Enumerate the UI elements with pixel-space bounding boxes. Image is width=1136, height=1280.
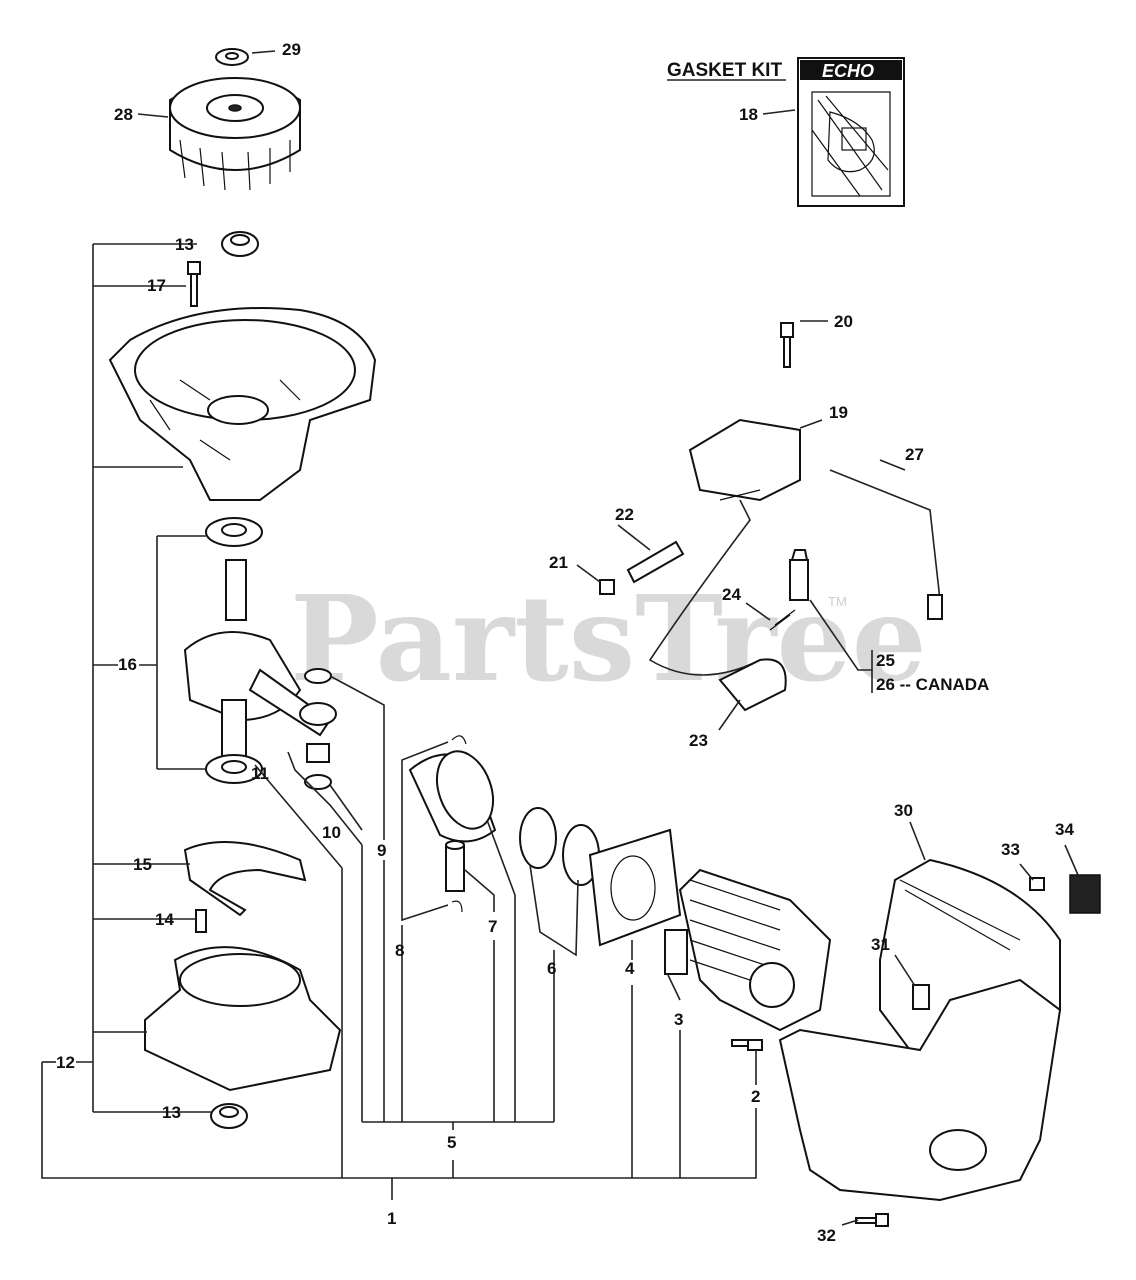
gasket-kit-title: GASKET KIT (667, 60, 782, 81)
callout-19: 19 (829, 403, 848, 422)
ignition-wire (648, 499, 761, 676)
cylinder (664, 868, 832, 1032)
callout-7: 7 (488, 917, 497, 936)
part-23-boot (718, 658, 787, 712)
gasket-kit-brand: ECHO (822, 61, 874, 81)
callout-21: 21 (549, 553, 568, 572)
part-17-bolt (187, 261, 201, 307)
callout-6: 6 (547, 959, 556, 978)
part-10-bearing (304, 743, 332, 790)
part-8-clip-bottom (451, 900, 463, 913)
callout-24: 24 (722, 585, 741, 604)
callout-25: 25 (876, 651, 895, 670)
gasket-kit-panel (797, 57, 905, 207)
part-28-flywheel (169, 77, 301, 191)
part-32-bolt (855, 1213, 889, 1227)
callout-34: 34 (1055, 820, 1074, 839)
part-7-pin (445, 840, 465, 892)
part-6-rings (519, 807, 600, 886)
part-22-sleeve (626, 540, 685, 584)
part-2-bolt (731, 1039, 763, 1051)
engine-housing (778, 978, 1062, 1202)
callout-5: 5 (447, 1133, 456, 1152)
callout-33: 33 (1001, 840, 1020, 859)
callout-15: 15 (133, 855, 152, 874)
part-31-clip (912, 984, 930, 1010)
part-13-seal-bottom (210, 1103, 248, 1129)
piston (408, 750, 497, 843)
callout-10: 10 (322, 823, 341, 842)
part-20-bolt (780, 322, 794, 368)
part-19-coil (688, 418, 801, 502)
part-24-spring (769, 609, 796, 631)
callout-9: 9 (377, 841, 386, 860)
callout-11: 11 (251, 764, 269, 783)
callout-31: 31 (871, 935, 890, 954)
callout-16: 16 (118, 655, 137, 674)
callout-1: 1 (387, 1209, 396, 1228)
spark-plug (789, 549, 809, 601)
callout-28: 28 (114, 105, 133, 124)
crankcase-upper (108, 307, 377, 501)
leader-lines (41, 50, 1079, 1226)
callout-22: 22 (615, 505, 634, 524)
crankshaft (183, 559, 337, 767)
callout-13-top: 13 (175, 235, 194, 254)
part-bearing-bottom (205, 754, 263, 784)
callout-12: 12 (56, 1053, 75, 1072)
callout-13-bottom: 13 (162, 1103, 181, 1122)
callout-4: 4 (625, 959, 635, 978)
callout-23: 23 (689, 731, 708, 750)
echo-logo-bar (800, 60, 902, 80)
callout-8: 8 (395, 941, 404, 960)
part-33-screw (1029, 877, 1045, 891)
callout-18: 18 (739, 105, 758, 124)
callout-32: 32 (817, 1226, 836, 1245)
callout-17: 17 (147, 276, 166, 295)
callout-29: 29 (282, 40, 301, 59)
part-15-clip (183, 841, 307, 917)
part-13-seal-top (221, 231, 259, 257)
part-29-washer (215, 48, 249, 66)
part-4-gasket (588, 828, 682, 947)
callouts: 29 28 18 13 17 20 19 27 22 21 24 16 25 2… (56, 40, 1074, 1245)
crankcase-lower (144, 946, 342, 1092)
part-34-label (1069, 874, 1101, 914)
part-8-clip-top (451, 735, 467, 745)
callout-27: 27 (905, 445, 924, 464)
part-9-washer (304, 668, 332, 684)
callout-2: 2 (751, 1087, 760, 1106)
watermark-tm: TM (828, 594, 847, 609)
callout-20: 20 (834, 312, 853, 331)
callout-30: 30 (894, 801, 913, 820)
part-bearing-top (205, 517, 263, 547)
callout-26: 26 -- CANADA (876, 675, 989, 694)
part-21-nut (599, 579, 615, 595)
part-27-wire (829, 469, 943, 620)
callout-3: 3 (674, 1010, 683, 1029)
part-14-pin (195, 909, 207, 933)
callout-14: 14 (155, 910, 174, 929)
